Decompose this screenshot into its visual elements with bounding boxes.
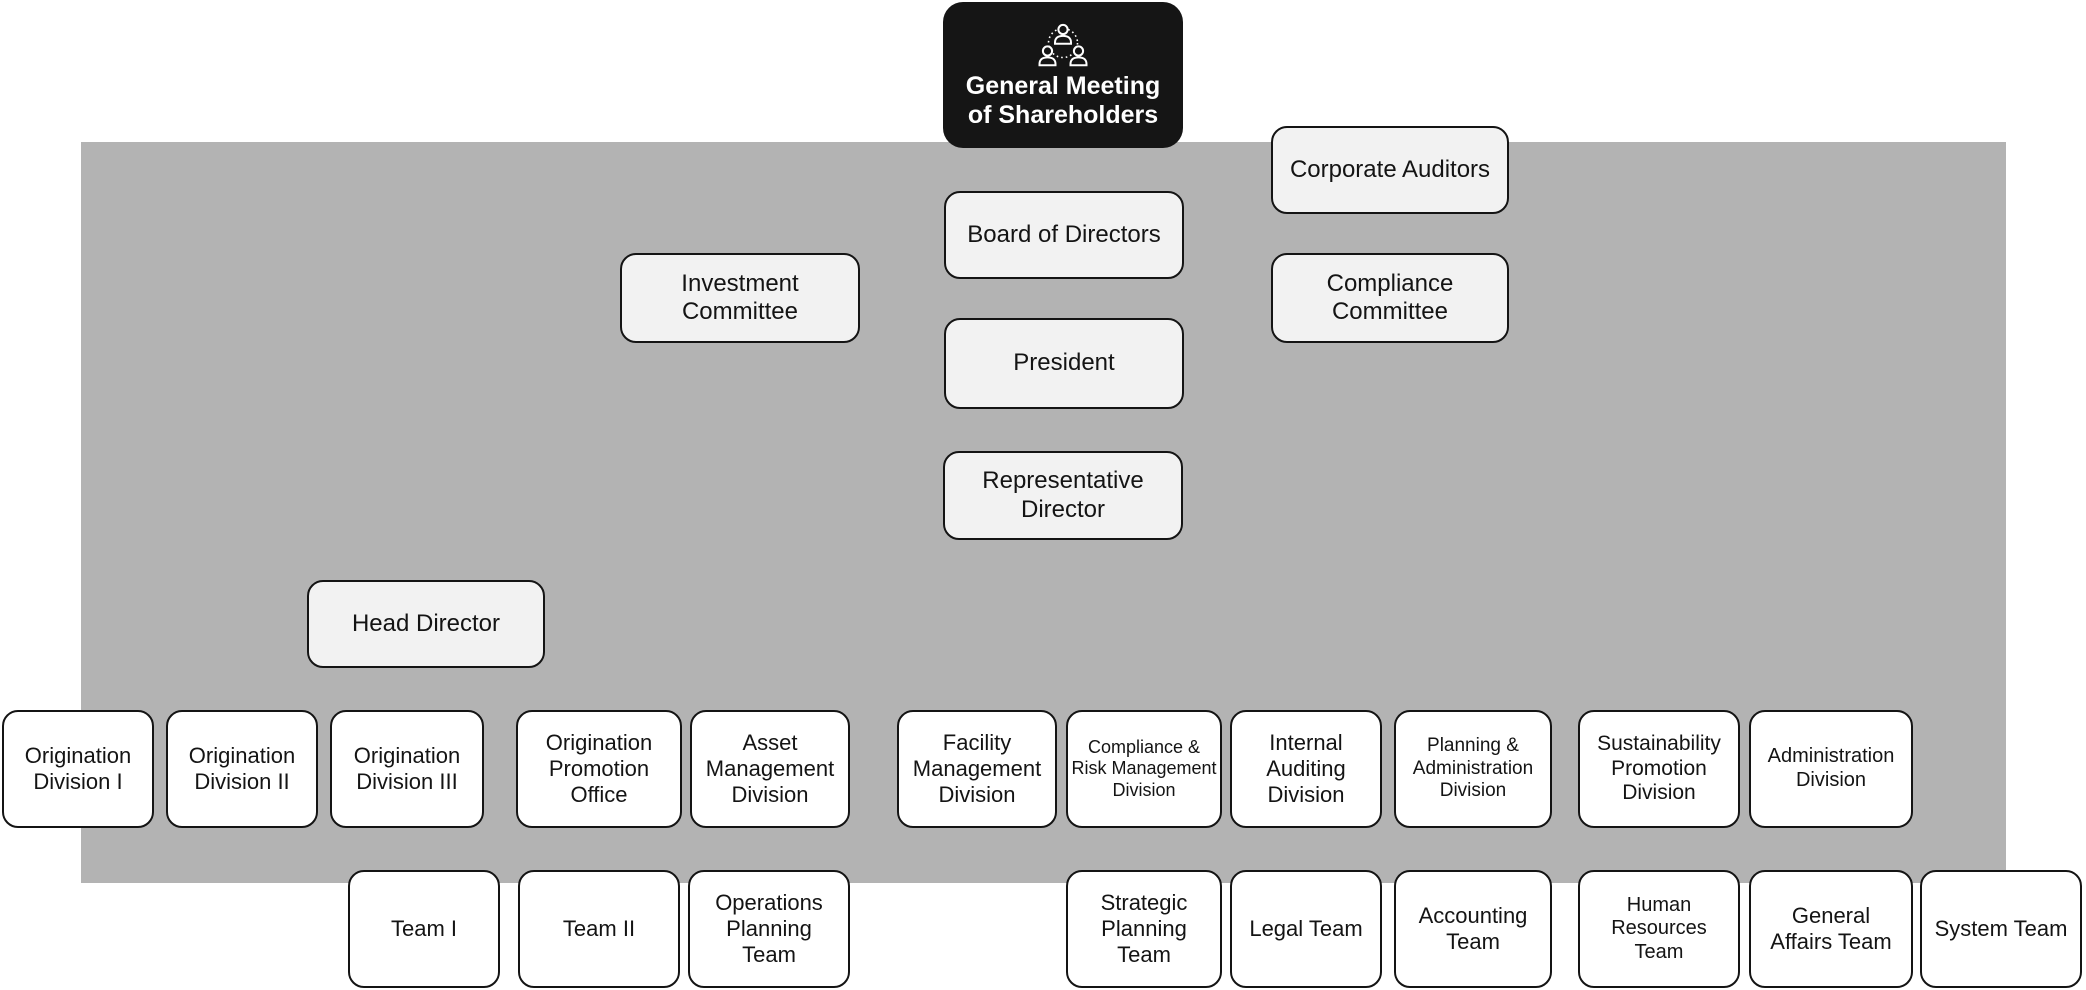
node-asset-management-division: Asset Management Division — [690, 710, 850, 828]
node-planning-administration-division: Planning & Administration Division — [1394, 710, 1552, 828]
node-origination-promotion-office: Origination Promotion Office — [516, 710, 682, 828]
node-administration-division: Administration Division — [1749, 710, 1913, 828]
node-legal-team: Legal Team — [1230, 870, 1382, 988]
node-strategic-planning-team: Strategic Planning Team — [1066, 870, 1222, 988]
node-origination-division-2: Origination Division II — [166, 710, 318, 828]
node-facility-management-division: Facility Management Division — [897, 710, 1057, 828]
node-operations-planning-team: Operations Planning Team — [688, 870, 850, 988]
node-corporate-auditors: Corporate Auditors — [1271, 126, 1509, 214]
node-head-director: Head Director — [307, 580, 545, 668]
node-team-1: Team I — [348, 870, 500, 988]
node-general-meeting-of-shareholders: General Meeting of Shareholders — [943, 2, 1183, 148]
node-investment-committee: Investment Committee — [620, 253, 860, 343]
node-system-team: System Team — [1920, 870, 2082, 988]
node-sustainability-promotion-division: Sustainability Promotion Division — [1578, 710, 1740, 828]
node-president: President — [944, 318, 1184, 409]
node-compliance-committee: Compliance Committee — [1271, 253, 1509, 343]
node-board-of-directors: Board of Directors — [944, 191, 1184, 279]
node-internal-auditing-division: Internal Auditing Division — [1230, 710, 1382, 828]
root-label: General Meeting of Shareholders — [965, 71, 1161, 130]
node-origination-division-1: Origination Division I — [2, 710, 154, 828]
node-origination-division-3: Origination Division III — [330, 710, 484, 828]
node-representative-director: Representative Director — [943, 451, 1183, 540]
node-general-affairs-team: General Affairs Team — [1749, 870, 1913, 988]
node-team-2: Team II — [518, 870, 680, 988]
node-accounting-team: Accounting Team — [1394, 870, 1552, 988]
people-network-icon — [1037, 20, 1089, 70]
node-human-resources-team: Human Resources Team — [1578, 870, 1740, 988]
node-compliance-risk-management-division: Compliance & Risk Management Division — [1066, 710, 1222, 828]
